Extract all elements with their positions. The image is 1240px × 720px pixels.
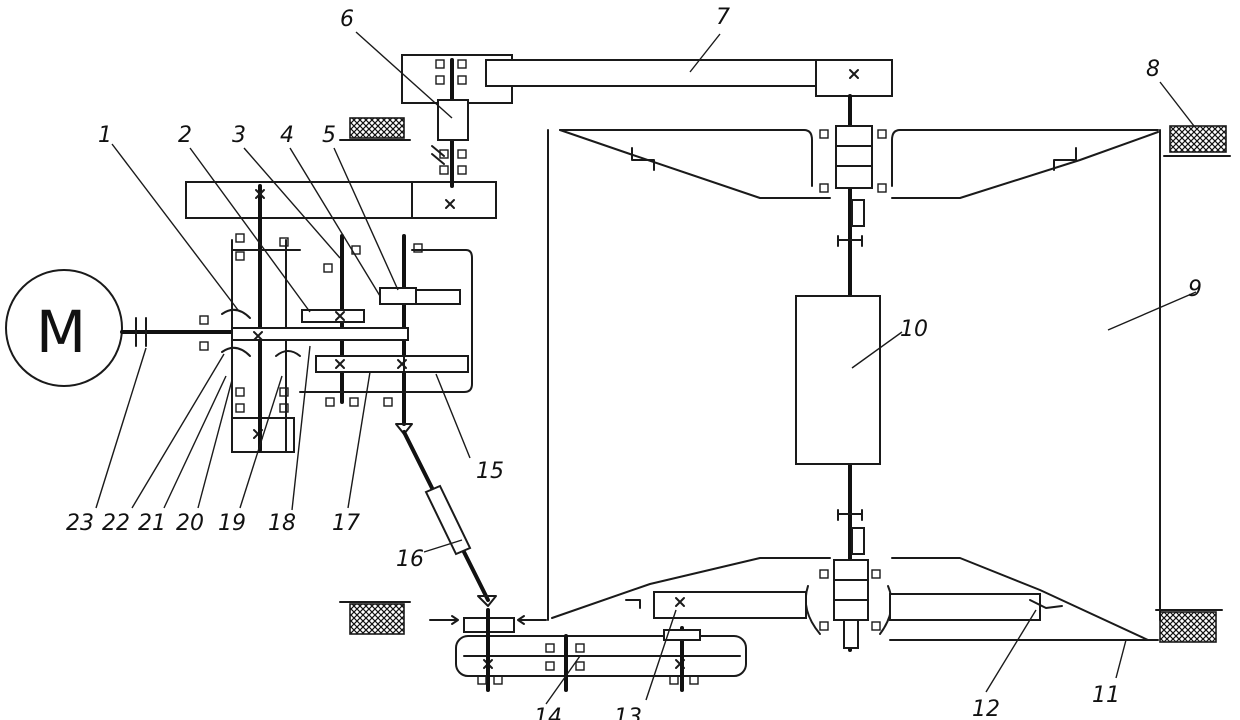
electric-motor: M: [5, 269, 234, 387]
callout-7: 7: [716, 5, 730, 30]
callout-20: 20: [176, 511, 204, 536]
callout-17: 17: [332, 511, 360, 536]
leader-lines: [95, 31, 1197, 705]
callout-10: 10: [900, 317, 928, 342]
callout-2: 2: [178, 123, 192, 148]
callout-22: 22: [102, 511, 130, 536]
callout-4: 4: [280, 123, 294, 148]
callout-labels: 1 2 3 4 5 6 7 8 9 10 11 12 13 14 15 16 1…: [66, 5, 1202, 720]
callout-12: 12: [972, 697, 1000, 720]
planetary-gear-unit: [185, 181, 497, 453]
callout-11: 11: [1092, 683, 1120, 708]
motor-label: M: [36, 298, 86, 366]
callout-15: 15: [476, 459, 504, 484]
callout-9: 9: [1188, 277, 1202, 302]
upper-gear-train: [401, 54, 893, 188]
callout-23: 23: [66, 511, 94, 536]
callout-16: 16: [396, 547, 424, 572]
callout-8: 8: [1146, 57, 1160, 82]
cardan-shaft: [402, 430, 497, 607]
callout-19: 19: [218, 511, 246, 536]
callout-3: 3: [232, 123, 246, 148]
callout-1: 1: [98, 123, 112, 148]
callout-13: 13: [614, 705, 642, 720]
callout-6: 6: [340, 7, 354, 32]
lower-gear-train: [429, 591, 1063, 692]
rotating-drum: [547, 129, 1161, 641]
callout-14: 14: [534, 705, 562, 720]
callout-5: 5: [322, 123, 336, 148]
foundation-supports: [339, 117, 1231, 643]
central-shaft: [795, 94, 893, 652]
callout-21: 21: [138, 511, 166, 536]
coupling: [135, 317, 147, 347]
callout-18: 18: [268, 511, 296, 536]
